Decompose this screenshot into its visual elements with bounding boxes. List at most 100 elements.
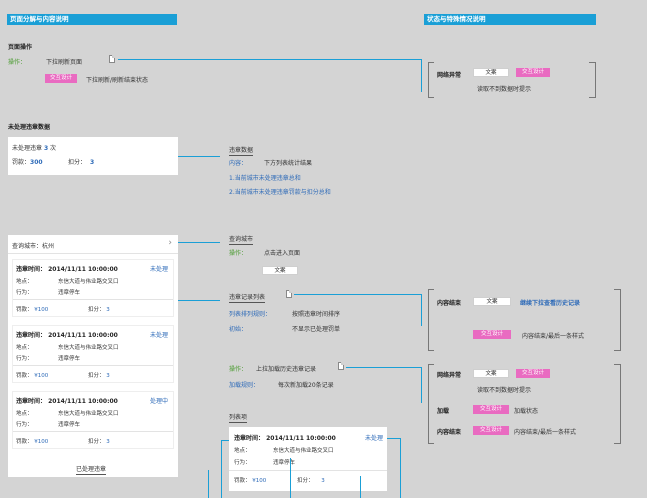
status-badge: 未处理 [149,332,168,339]
text-button[interactable]: 文案 [473,297,511,306]
bracket-right [614,364,620,365]
points-value: 3 [90,159,95,166]
fine-value: ¥100 [252,478,267,484]
refresh-state-text: 下拉刷新/刷新结束状态 [86,77,149,84]
history-link[interactable]: 继续下拉查看历史记录 [520,300,581,307]
connector-line [421,59,422,92]
act-label: 行为： [16,290,33,296]
list-item[interactable]: 违章时间： 2014/11/11 10:00:00 未处理 地点： 东信大道与伟… [12,259,174,317]
bracket-left [428,97,434,98]
document-icon [338,362,344,370]
fine-label: 罚款： [16,373,33,379]
points-label: 扣分： [297,478,314,484]
connector-line [290,458,291,498]
bracket-left [428,443,434,444]
addr-value: 东信大道与伟业路交叉口 [273,448,334,454]
list-item-card[interactable]: 违章时间： 2014/11/11 10:00:00 未处理 地点： 东信大道与伟… [229,427,387,491]
interaction-tag: 交互设计 [516,369,550,378]
bracket-right [620,364,621,444]
addr-label: 地点： [16,345,33,351]
addr-label: 地点： [16,279,33,285]
net-error-desc: 读取不到数据时提示 [477,86,532,93]
addr-label: 地点： [16,411,33,417]
chevron-right-icon[interactable]: › [168,238,172,248]
fine-value: 300 [30,159,43,166]
interaction-tag: 交互设计 [45,74,77,83]
divider [229,470,387,471]
points-value: 3 [106,307,110,313]
connector-line [178,156,220,157]
pull-refresh-text: 下拉刷新页面 [46,59,83,66]
processed-link[interactable]: 已处理违章 [76,466,107,475]
city-op-label: 操作： [229,250,248,257]
connector-line [178,242,220,243]
loading-label: 加载 [437,408,450,415]
text-button[interactable]: 文案 [262,266,298,275]
time-label: 违章时间： [234,435,265,442]
act-label: 行为： [234,460,251,466]
list-note-title: 违章记录列表 [229,294,266,303]
bracket-right [589,97,595,98]
fine-label: 罚款： [12,159,31,166]
bracket-right [614,289,620,290]
document-icon [286,290,292,298]
text-button[interactable]: 文案 [473,68,509,77]
city-label: 查询城市：杭州 [12,243,55,250]
list-item[interactable]: 违章时间： 2014/11/11 10:00:00 处理中 地点： 东信大道与伟… [12,391,174,449]
fine-value: ¥100 [34,307,49,313]
net-error-label: 网络异常 [437,72,462,79]
addr-value: 东信大道与伟业路交叉口 [58,345,119,351]
divider [13,299,173,300]
status-badge: 未处理 [364,435,383,442]
divider [8,253,178,254]
addr-value: 东信大道与伟业路交叉口 [58,279,119,285]
bracket-right [589,62,595,63]
page-op-title: 页面操作 [8,44,33,51]
list-item[interactable]: 违章时间： 2014/11/11 10:00:00 未处理 地点： 东信大道与伟… [12,325,174,383]
points-label: 扣分： [68,159,87,166]
time-label: 违章时间： [16,398,47,405]
page-op-label: 操作： [8,59,27,66]
connector-line [178,300,220,301]
bracket-left [428,364,429,444]
count-value: 3 [43,145,49,152]
time-label: 违章时间： [16,266,47,273]
init-desc: 不显示已处理罚单 [292,326,341,333]
fine-label: 罚款： [234,478,251,484]
document-icon [109,55,115,63]
act-value: 违章停车 [273,460,296,466]
connector-line [387,438,400,439]
interaction-tag: 交互设计 [473,330,511,339]
connector-line [400,438,401,498]
content-end-label: 内容结束 [437,429,462,436]
divider [13,365,173,366]
bracket-left [428,62,434,63]
list-item-note-title: 列表项 [229,414,248,423]
connector-line [421,367,422,403]
points-value: 3 [321,478,325,484]
points-label: 扣分： [88,307,105,313]
time-value: 2014/11/11 10:00:00 [48,332,118,339]
content-end-label: 内容结束 [437,300,462,307]
content-end-desc: 内容结束/最后一条样式 [522,333,585,340]
bracket-right [614,443,620,444]
act-value: 违章停车 [58,422,81,428]
load-op-desc: 上拉加载历史违章记录 [256,366,317,373]
connector-line [208,470,209,498]
summary-card: 未处理违章 3 次 罚款：300 扣分：3 [8,137,178,175]
connector-line [421,294,422,326]
stats-note-title: 违章数据 [229,147,254,156]
act-label: 行为： [16,356,33,362]
stats-content-desc: 下方列表统计结果 [264,160,313,167]
stats-item-2: 2.当前城市未处理违章罚款与扣分总和 [229,189,331,196]
act-value: 违章停车 [58,290,81,296]
bracket-right [620,289,621,351]
time-value: 2014/11/11 10:00:00 [266,435,336,442]
stats-item-1: 1.当前城市未处理违章总和 [229,175,301,182]
points-value: 3 [106,439,110,445]
fine-value: ¥100 [34,373,49,379]
text-button[interactable]: 文案 [473,369,509,378]
points-label: 扣分： [88,439,105,445]
connector-line [346,367,421,368]
points-label: 扣分： [88,373,105,379]
